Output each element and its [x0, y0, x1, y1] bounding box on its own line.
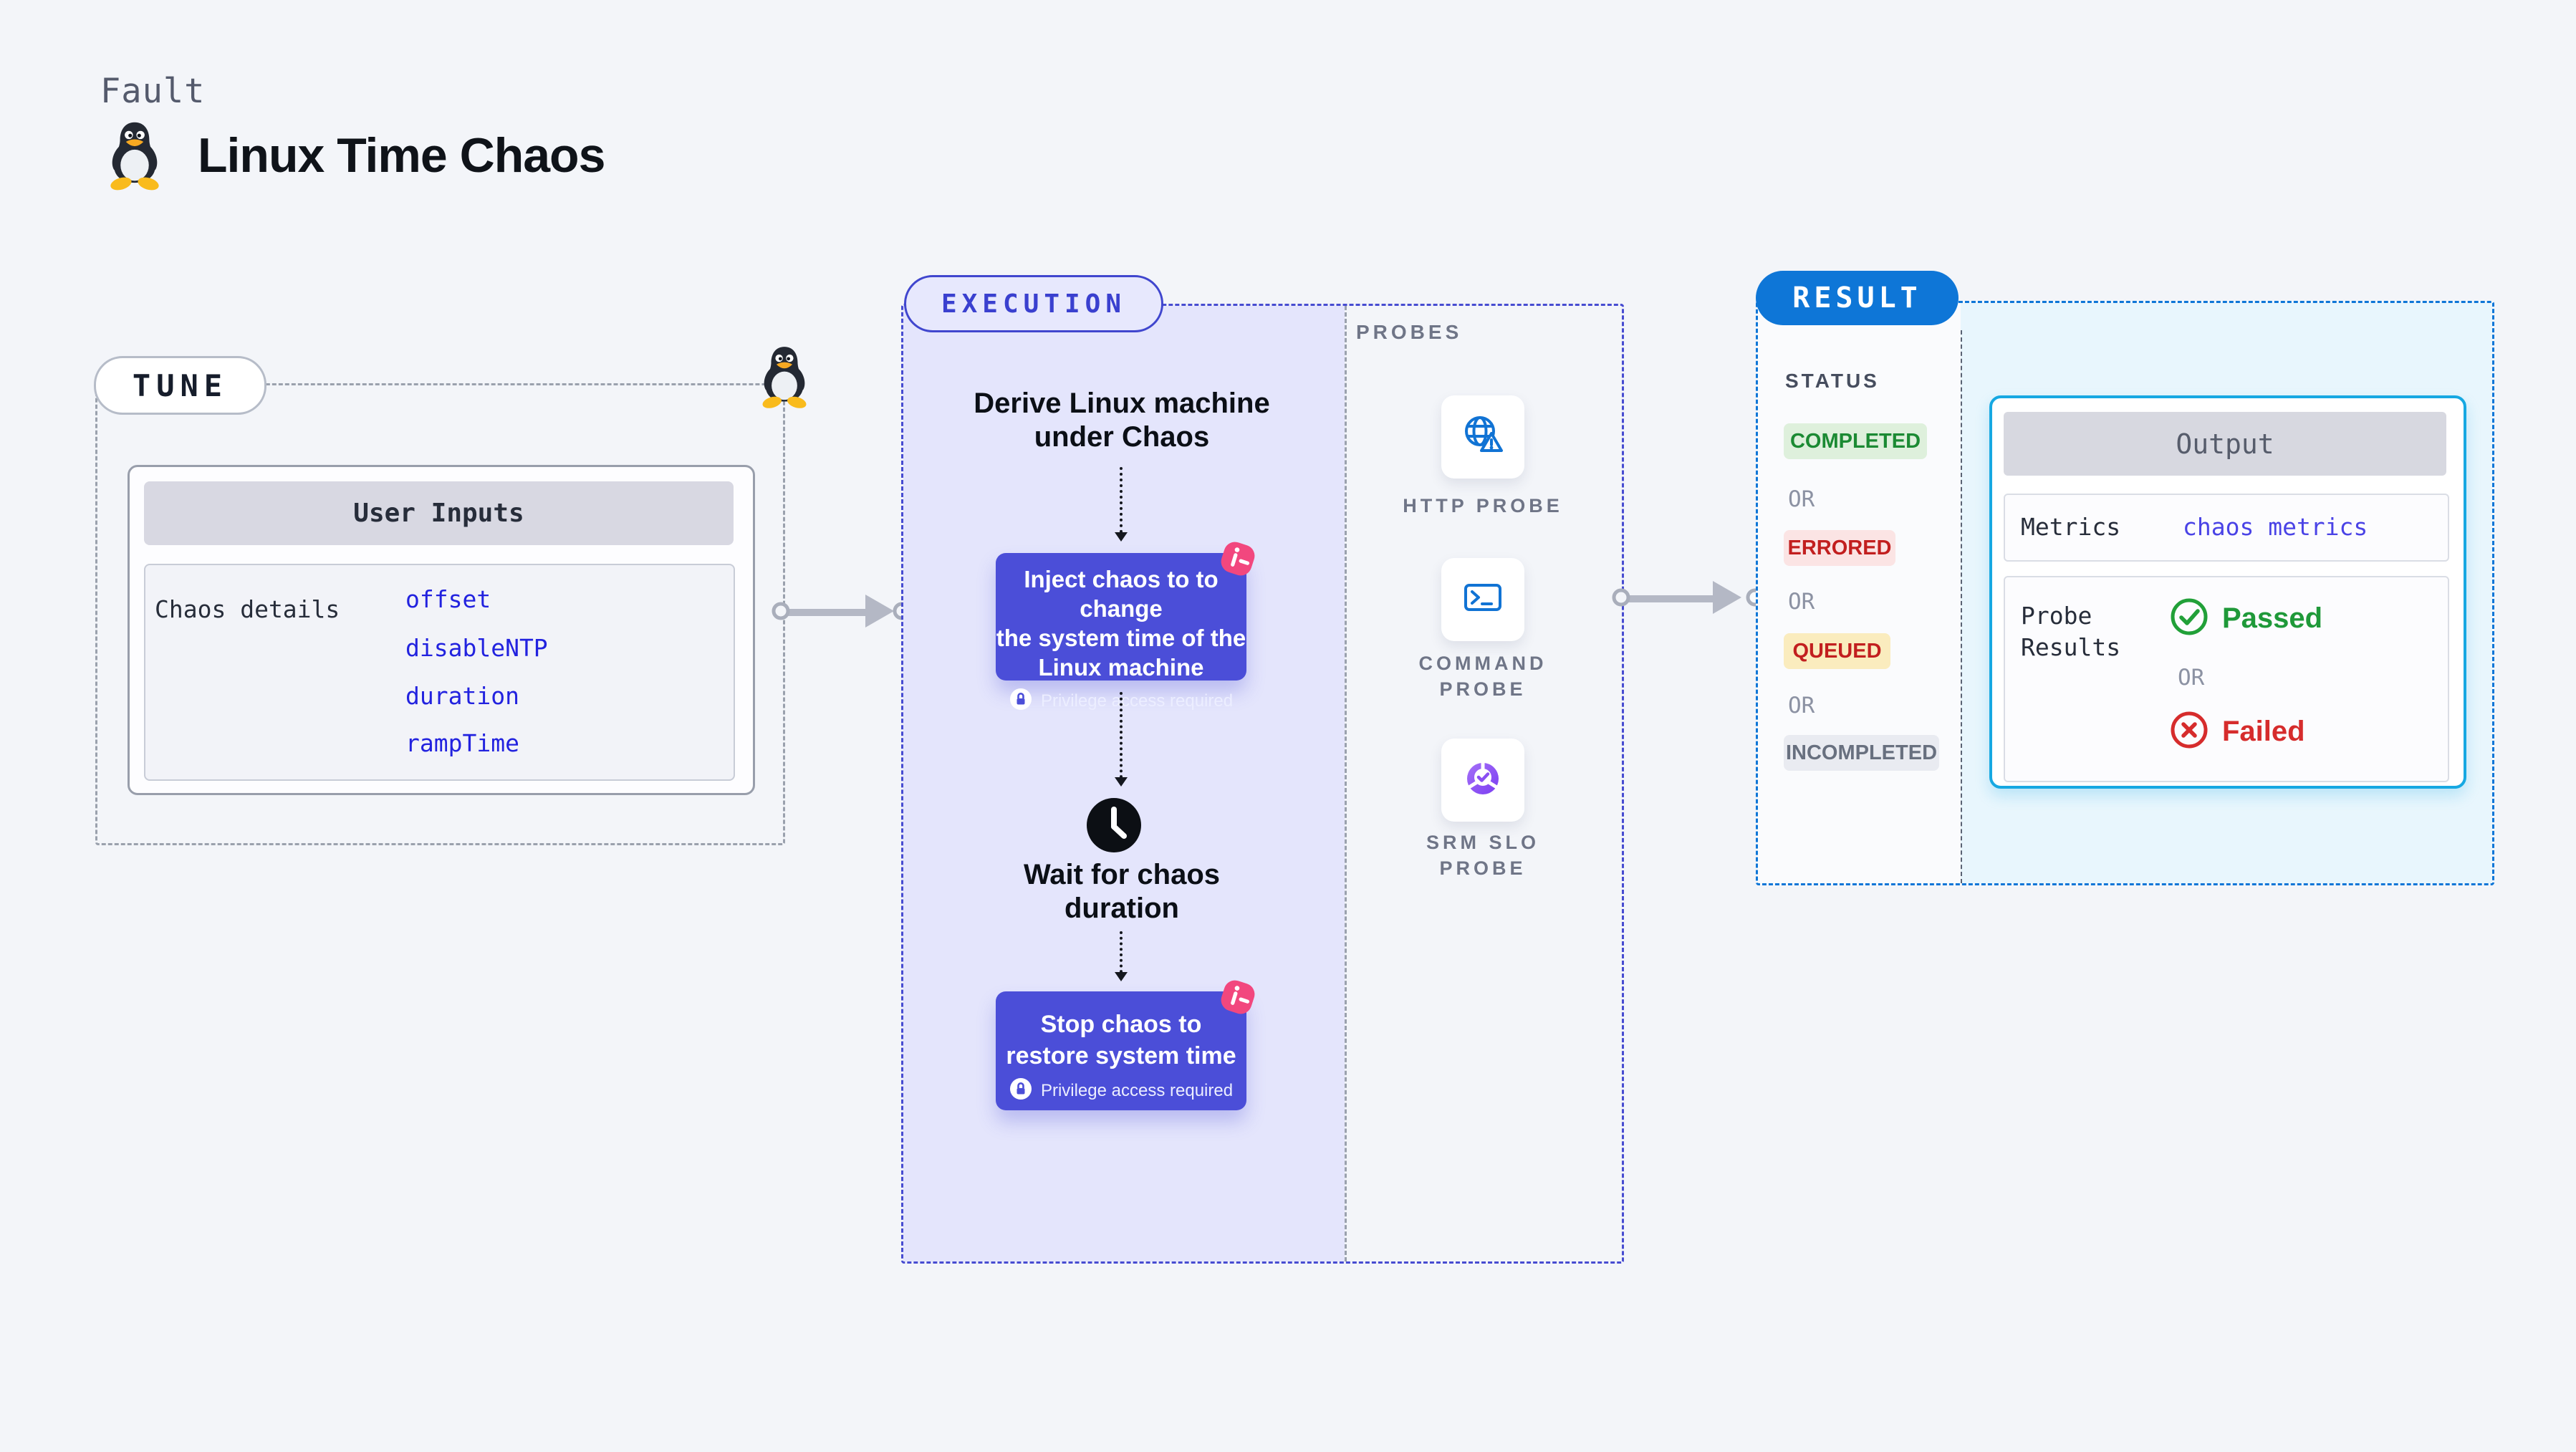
execution-pill: EXECUTION [904, 275, 1163, 332]
metrics-value-link[interactable]: chaos metrics [2183, 513, 2368, 541]
fault-kicker: Fault [100, 72, 206, 111]
privilege-text: Privilege access required [1040, 691, 1234, 711]
globe-alert-icon [1460, 413, 1506, 462]
passed-label: Passed [2222, 602, 2323, 634]
user-inputs-title: User Inputs [144, 481, 734, 545]
or-separator: OR [1788, 589, 1815, 615]
param-duration[interactable]: duration [405, 682, 519, 710]
privilege-text: Privilege access required [1040, 1080, 1234, 1100]
terminal-icon [1460, 575, 1506, 625]
x-circle-icon [2169, 710, 2209, 754]
output-card-title: Output [2004, 412, 2446, 476]
status-badge-completed: COMPLETED [1784, 423, 1927, 459]
user-inputs-body [144, 564, 735, 781]
or-separator: OR [2178, 665, 2205, 691]
tune-to-execution-arrow [772, 595, 911, 628]
page-title-row: Linux Time Chaos [105, 120, 605, 191]
page-title: Linux Time Chaos [198, 128, 605, 183]
execution-to-result-arrow [1612, 581, 1764, 614]
result-pill: RESULT [1756, 271, 1959, 325]
tune-pill: TUNE [94, 356, 266, 415]
http-probe-card[interactable] [1441, 395, 1524, 479]
check-circle-icon [2169, 597, 2209, 640]
passed-result-row: Passed [2169, 597, 2322, 640]
http-probe-label: HTTP PROBE [1403, 495, 1563, 516]
metrics-label: Metrics [2021, 513, 2121, 541]
lock-icon [1009, 688, 1032, 714]
privilege-row: Privilege access required [996, 688, 1246, 714]
param-offset[interactable]: offset [405, 585, 491, 613]
lock-icon [1009, 1077, 1032, 1104]
srm-slo-probe-label: SRM SLO PROBE [1426, 832, 1539, 879]
failed-label: Failed [2222, 716, 2305, 747]
probes-panel-divider [1345, 306, 1347, 1261]
chaos-spark-icon [1218, 539, 1258, 579]
chaos-spark-icon [1218, 977, 1258, 1017]
param-disablentp[interactable]: disableNTP [405, 634, 548, 662]
probe-results-row [2004, 576, 2449, 782]
flow-arrow-2 [1115, 692, 1128, 787]
chaos-details-label: Chaos details [155, 595, 340, 623]
flow-arrow-1 [1115, 467, 1128, 542]
stop-chaos-text: Stop chaos to restore system time [1006, 1011, 1236, 1069]
status-column-label: STATUS [1785, 370, 1880, 392]
metrics-row [2004, 494, 2449, 562]
command-probe-label: COMMAND PROBE [1418, 653, 1547, 700]
result-status-divider [1961, 330, 1962, 883]
derive-step-text: Derive Linux machine under Chaos [974, 388, 1270, 453]
param-ramptime[interactable]: rampTime [405, 729, 519, 757]
privilege-row: Privilege access required [996, 1077, 1246, 1104]
status-badge-errored: ERRORED [1784, 530, 1895, 566]
or-separator: OR [1788, 486, 1815, 512]
status-badge-incompleted: INCOMPLETED [1784, 735, 1939, 771]
clock-icon [1084, 795, 1144, 855]
probes-panel-label: PROBES [1356, 321, 1463, 343]
failed-result-row: Failed [2169, 710, 2305, 754]
inject-chaos-text: Inject chaos to to change the system tim… [996, 566, 1246, 681]
status-badge-queued: QUEUED [1784, 633, 1890, 669]
inject-chaos-node: Inject chaos to to change the system tim… [996, 542, 1255, 711]
stop-chaos-node: Stop chaos to restore system time Privil… [996, 980, 1255, 1110]
wait-step-text: Wait for chaos duration [1023, 859, 1221, 924]
flow-arrow-3 [1115, 931, 1128, 981]
probe-results-label: Probe Results [2021, 602, 2121, 661]
srm-slo-probe-card[interactable] [1441, 739, 1524, 822]
tux-penguin-icon [105, 120, 165, 191]
or-separator: OR [1788, 693, 1815, 718]
tux-penguin-icon-small [758, 344, 811, 410]
command-probe-card[interactable] [1441, 558, 1524, 641]
slo-donut-icon [1460, 756, 1506, 805]
